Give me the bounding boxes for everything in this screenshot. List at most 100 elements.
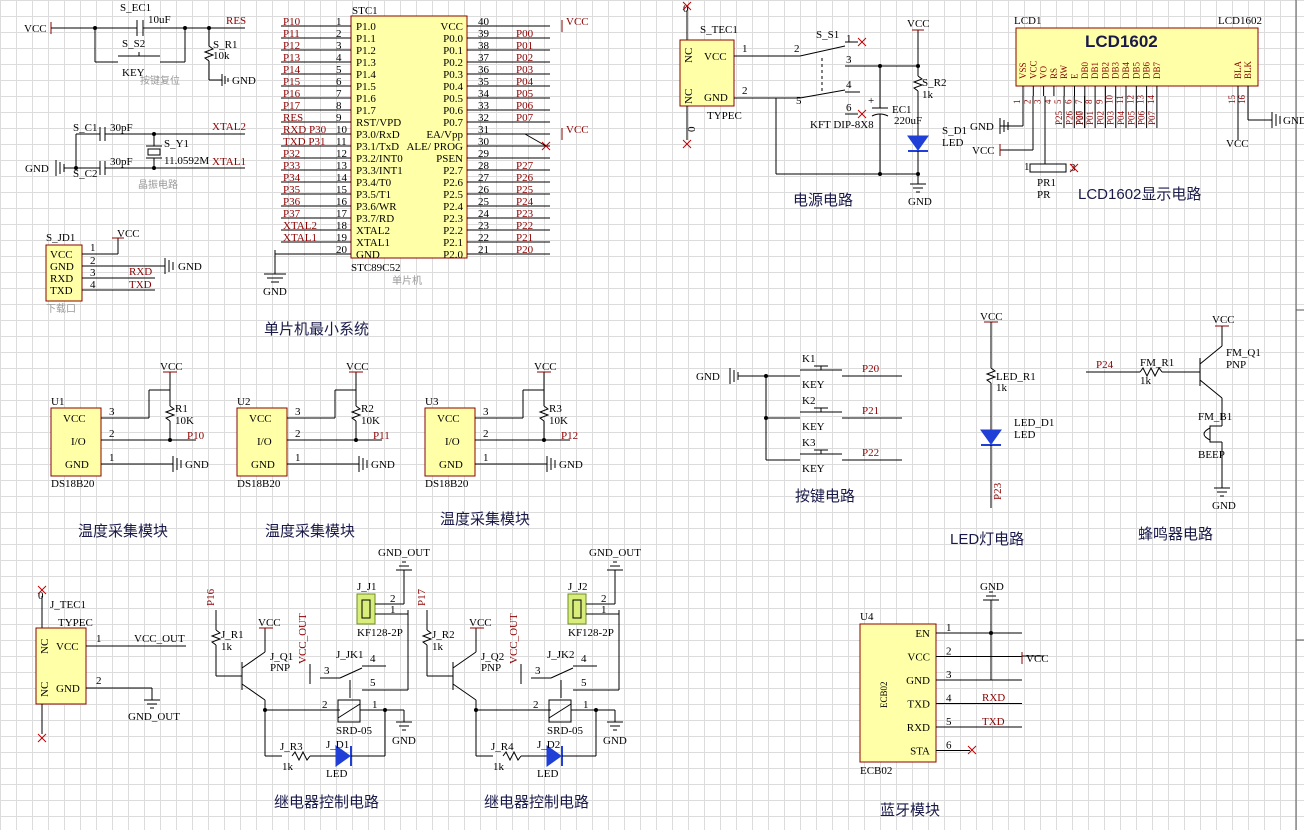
xtal2-net: XTAL2 [212,121,246,133]
mcu-right-net: P02 [516,52,533,64]
gnd-out-label: GND_OUT [378,547,430,559]
key-net: P21 [862,405,879,417]
c1-ref: S_C1 [73,122,97,134]
mcu-left-pin: GND [356,249,380,261]
mcu-left-net: P16 [283,88,301,100]
ds-ref: U3 [425,396,439,408]
svg-text:2: 2 [794,43,800,55]
nc-label: NC [39,682,51,697]
mcu-left-net: P13 [283,52,301,64]
section-title-bluetooth: 蓝牙模块 [880,802,940,819]
gnd-label: GND [603,735,627,747]
mcu-left-pin: P3.4/T0 [356,177,392,189]
mcu-right-num: 21 [478,244,489,256]
ds-net: P12 [561,430,578,442]
mcu-right-num: 23 [478,220,490,232]
gnd-out-label: GND_OUT [128,711,180,723]
mcu-right-num: 24 [478,208,490,220]
mcu-left-net: P37 [283,208,301,220]
svg-text:1: 1 [742,43,748,55]
relay-net: P17 [416,588,428,606]
vcc-out-net: VCC_OUT [297,613,309,664]
ds-res-value: 10K [361,415,380,427]
mcu-left-num: 17 [336,208,348,220]
mcu-right-pin: P0.0 [443,33,463,45]
mcu-left-num: 7 [336,88,342,100]
lcd-net: P02 [1095,111,1105,125]
mcu-left-pin: P1.4 [356,69,376,81]
vcc-label: VCC [1226,138,1249,150]
relay-led-icon [546,745,562,767]
relay-q-ref: J_Q2 [481,651,504,663]
switch-ref: S_S2 [122,38,145,50]
lcd-pin-num: 14 [1146,95,1156,105]
mcu-left-num: 9 [336,112,342,124]
mcu-right-num: 27 [478,172,490,184]
mcu-right-net: P03 [516,64,534,76]
pin-num: 1 [390,604,396,616]
ds-pin: I/O [257,436,272,448]
mcu-note: 单片机 [392,274,422,287]
mcu-right-pin: P0.3 [443,69,463,81]
mcu-right-net: P24 [516,196,534,208]
ds-res-value: 10K [549,415,568,427]
vcc-label: VCC [1026,653,1049,665]
mcu-right-num: 22 [478,232,489,244]
bt-pin-num: 4 [946,693,952,705]
power-circuit: S_TEC1 0 NC NC VCC GND TYPEC 0 12 S_S1 2… [679,1,967,209]
mcu-left-net: P10 [283,16,301,28]
gnd-label: GND [970,121,994,133]
lcd-pin-name: VCC [1028,60,1038,79]
junction [474,708,478,712]
lcd-net: P03 [1106,110,1116,125]
mcu-left-num: 11 [336,136,347,148]
mcu-left-pin: P3.5/T1 [356,189,391,201]
mcu-right-net: P07 [516,112,534,124]
gnd-label: GND [232,75,256,87]
mcu-left-pin: P3.7/RD [356,213,394,225]
mcu-left-num: 8 [336,100,342,112]
relay-r1-ref: J_R1 [221,629,244,641]
mcu-left-num: 2 [336,28,342,40]
lcd-net: P00 [1075,110,1085,125]
relay-led-type: LED [537,768,558,780]
lcd-pin-num: 1 [1012,100,1022,105]
relay-q-type: PNP [481,662,501,674]
pin-num: 4 [581,653,587,665]
mcu-left-pin: P3.1/TxD [356,141,399,153]
mcu-left-num: 15 [336,184,348,196]
pin-num: 1 [601,604,607,616]
gnd-label: GND [185,459,209,471]
buzzer-res-value: 1k [1140,375,1152,387]
mcu-right-net: P01 [516,40,533,52]
mcu-right-net: P05 [516,88,534,100]
pin-num: 3 [324,665,330,677]
key-net: P20 [862,363,880,375]
mcu-right-num: 32 [478,112,489,124]
download-pin: VCC [50,249,73,261]
pin-num: 3 [483,406,489,418]
relay-r3-ref: J_R4 [491,741,514,753]
vcc-label: VCC [972,145,995,157]
cap-ref: S_EC1 [120,2,151,14]
mcu-left-num: 19 [336,232,348,244]
lcd-net: P07 [1147,110,1157,125]
ds-res-ref: R2 [361,403,374,415]
mcu-right-num: 37 [478,52,490,64]
gnd-label: GND [392,735,416,747]
mcu-left-net: RES [283,112,303,124]
lcd-net: P06 [1137,110,1147,125]
ds-pin: I/O [445,436,460,448]
pin-num: 1 [90,242,96,254]
lcd-pin-name: DB6 [1142,61,1152,79]
mcu-right-num: 39 [478,28,490,40]
relay-j-ref: J_J2 [568,581,588,593]
lcd-pin-name: DB4 [1121,61,1131,79]
vcc-label: VCC [534,361,557,373]
section-title-led: LED灯电路 [950,531,1024,548]
relay-r3-value: 1k [282,761,294,773]
bt-pin-num: 3 [946,669,952,681]
